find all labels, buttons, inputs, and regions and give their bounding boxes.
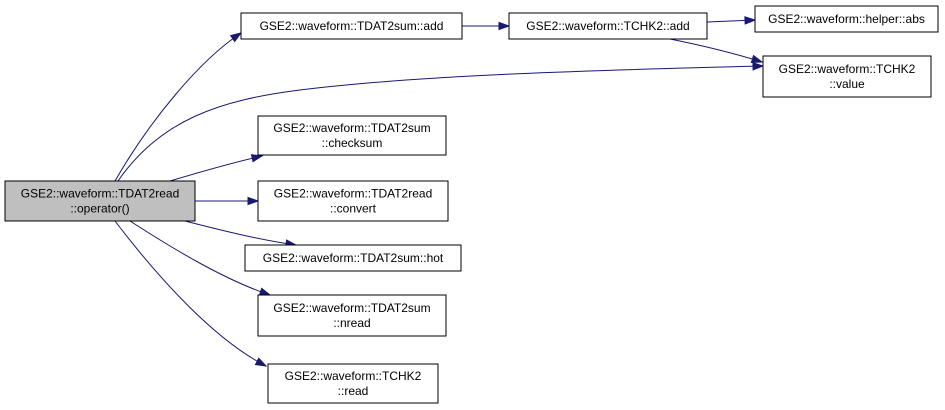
- node-helper-abs[interactable]: GSE2::waveform::helper::abs: [754, 5, 939, 33]
- node-label: ::checksum: [322, 136, 383, 150]
- node-box: [257, 115, 447, 156]
- node-tchk2-add[interactable]: GSE2::waveform::TCHK2::add: [508, 12, 708, 40]
- node-label: GSE2::waveform::TCHK2::add: [526, 19, 689, 33]
- node-tdat2read-operator[interactable]: GSE2::waveform::TDAT2read::operator(): [4, 180, 196, 222]
- edge-tdat2read_operator-to-tdat2sum_add: [114, 32, 243, 182]
- node-tdat2read-convert[interactable]: GSE2::waveform::TDAT2read::convert: [257, 180, 449, 222]
- node-tchk2-read[interactable]: GSE2::waveform::TCHK2::read: [267, 363, 439, 404]
- node-label: GSE2::waveform::TDAT2sum: [273, 301, 430, 315]
- node-label: ::nread: [333, 316, 370, 330]
- node-label: ::read: [338, 384, 369, 398]
- edge-tchk2_add-to-tchk2_value: [669, 38, 764, 64]
- edge-line: [169, 155, 263, 182]
- node-box: [754, 5, 939, 33]
- node-tdat2sum-nread[interactable]: GSE2::waveform::TDAT2sum::nread: [257, 294, 447, 337]
- edge-tchk2_add-to-helper_abs: [706, 16, 757, 25]
- edge-line: [184, 220, 297, 246]
- node-tdat2sum-add[interactable]: GSE2::waveform::TDAT2sum::add: [240, 12, 463, 40]
- node-box: [267, 363, 439, 404]
- edge-tdat2read_operator-to-tdat2sum_nread: [129, 220, 272, 296]
- arrowhead-icon: [744, 16, 757, 25]
- node-box: [240, 12, 463, 40]
- arrowhead-icon: [498, 21, 511, 31]
- node-label: ::operator(): [70, 202, 129, 216]
- edge-line: [669, 38, 763, 63]
- node-box: [257, 180, 449, 222]
- edge-tdat2read_operator-to-tdat2sum_checksum: [169, 154, 264, 182]
- edge-line: [114, 220, 267, 367]
- edges-layer: [114, 16, 765, 367]
- edge-line: [129, 220, 271, 296]
- node-box: [257, 294, 447, 337]
- arrowhead-icon: [247, 196, 260, 206]
- arrowhead-icon: [750, 54, 764, 64]
- node-label: GSE2::waveform::TDAT2read: [274, 187, 433, 201]
- node-box: [762, 55, 932, 98]
- edge-tdat2read_operator-to-tdat2read_convert: [195, 196, 260, 206]
- arrowhead-icon: [229, 32, 243, 43]
- node-label: ::convert: [330, 202, 377, 216]
- node-label: GSE2::waveform::TCHK2: [285, 369, 422, 383]
- arrowhead-icon: [258, 287, 272, 296]
- node-label: GSE2::waveform::TDAT2sum: [273, 121, 430, 135]
- edge-tdat2read_operator-to-tchk2_read: [114, 220, 268, 367]
- node-label: GSE2::waveform::TDAT2sum::add: [260, 19, 444, 33]
- node-tchk2-value[interactable]: GSE2::waveform::TCHK2::value: [762, 55, 932, 98]
- node-label: GSE2::waveform::TCHK2: [779, 62, 916, 76]
- edge-tdat2read_operator-to-tchk2_value: [117, 61, 765, 182]
- node-box: [244, 244, 462, 272]
- arrowhead-icon: [250, 154, 264, 163]
- node-box: [4, 180, 196, 222]
- node-box: [508, 12, 708, 40]
- nodes-layer: GSE2::waveform::TDAT2read::operator()GSE…: [4, 5, 939, 404]
- node-label: GSE2::waveform::helper::abs: [768, 12, 925, 26]
- edge-line: [117, 65, 764, 182]
- node-tdat2sum-hot[interactable]: GSE2::waveform::TDAT2sum::hot: [244, 244, 462, 272]
- arrowhead-icon: [752, 61, 765, 71]
- node-tdat2sum-checksum[interactable]: GSE2::waveform::TDAT2sum::checksum: [257, 115, 447, 156]
- edge-line: [114, 32, 242, 182]
- edge-tdat2read_operator-to-tdat2sum_hot: [184, 220, 298, 248]
- arrowhead-icon: [254, 357, 268, 367]
- node-label: ::value: [829, 77, 865, 91]
- node-label: GSE2::waveform::TDAT2sum::hot: [263, 251, 444, 265]
- edge-tdat2sum_add-to-tchk2_add: [462, 21, 511, 31]
- node-label: GSE2::waveform::TDAT2read: [21, 187, 180, 201]
